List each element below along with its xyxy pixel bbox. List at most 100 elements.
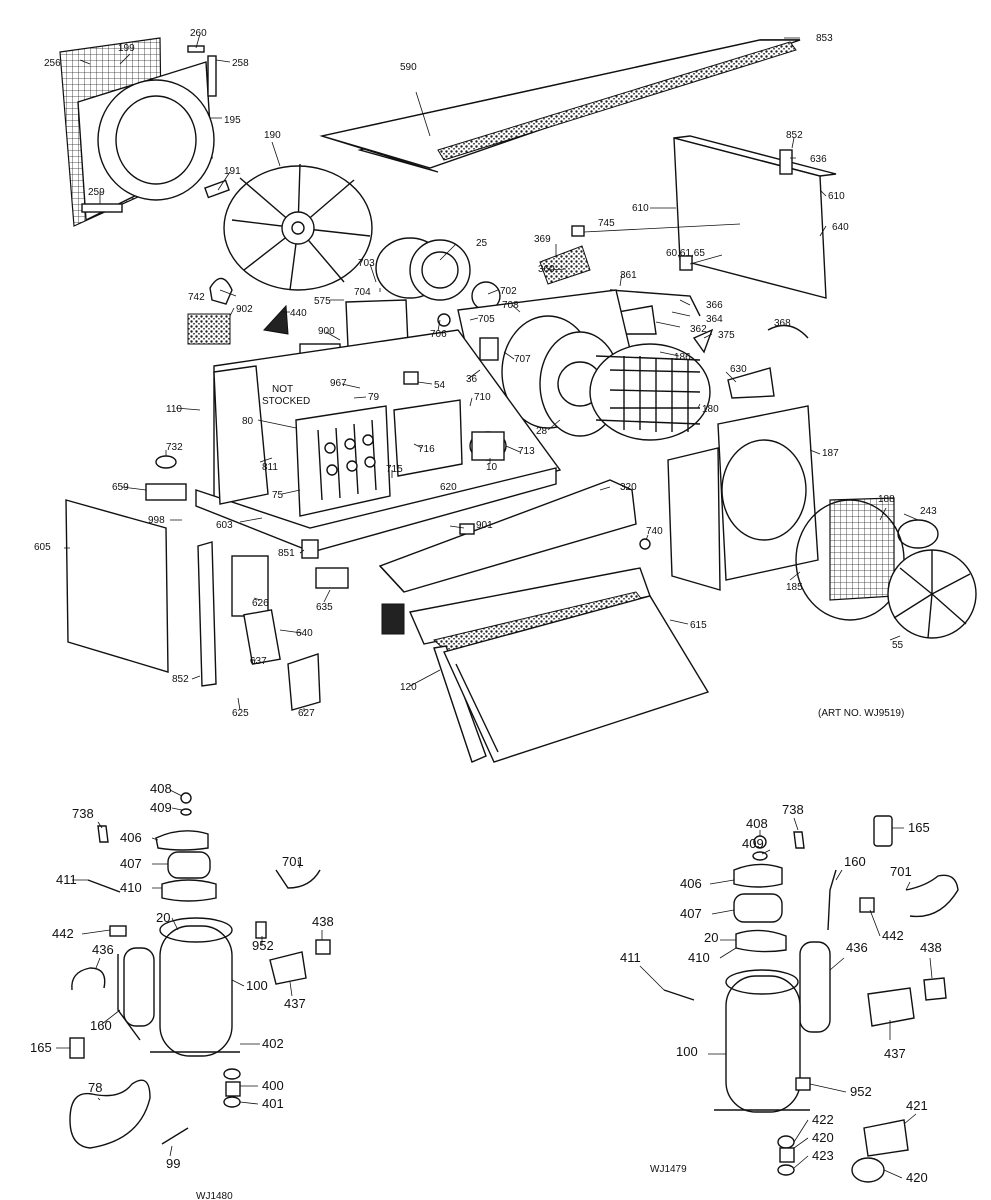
- svg-text:185: 185: [786, 582, 803, 593]
- svg-text:610: 610: [828, 191, 845, 202]
- svg-text:715: 715: [386, 464, 403, 475]
- svg-text:260: 260: [190, 28, 207, 39]
- svg-text:853: 853: [816, 33, 833, 44]
- svg-text:256: 256: [44, 58, 61, 69]
- svg-text:603: 603: [216, 520, 233, 531]
- svg-text:710: 710: [474, 392, 491, 403]
- svg-text:187: 187: [822, 448, 839, 459]
- svg-text:361: 361: [620, 270, 637, 281]
- svg-text:28: 28: [536, 426, 548, 437]
- svg-text:410: 410: [688, 950, 710, 965]
- art-number-left: WJ1480: [196, 1191, 233, 1200]
- svg-text:186: 186: [674, 352, 691, 363]
- svg-text:78: 78: [88, 1080, 102, 1095]
- svg-text:636: 636: [810, 154, 827, 165]
- svg-text:706: 706: [430, 329, 447, 340]
- right-compressor-view: 408 738 409 165 160 406 701 407 442 20 4…: [620, 802, 959, 1185]
- svg-text:625: 625: [232, 708, 249, 719]
- partition-panel: [667, 405, 819, 591]
- svg-text:704: 704: [354, 287, 371, 298]
- svg-text:258: 258: [232, 58, 249, 69]
- evaporator-orifice: [795, 497, 977, 639]
- svg-text:100: 100: [246, 978, 268, 993]
- svg-text:437: 437: [284, 996, 306, 1011]
- evaporator-coil: [409, 567, 710, 763]
- svg-text:702: 702: [500, 286, 517, 297]
- svg-text:852: 852: [172, 674, 189, 685]
- svg-text:440: 440: [290, 308, 307, 319]
- svg-text:438: 438: [312, 914, 334, 929]
- svg-text:952: 952: [850, 1084, 872, 1099]
- svg-text:409: 409: [742, 836, 764, 851]
- svg-text:259: 259: [88, 187, 105, 198]
- svg-text:199: 199: [118, 43, 135, 54]
- svg-text:640: 640: [296, 628, 313, 639]
- svg-text:610: 610: [632, 203, 649, 214]
- svg-text:402: 402: [262, 1036, 284, 1051]
- svg-text:705: 705: [478, 314, 495, 325]
- svg-text:716: 716: [418, 444, 435, 455]
- svg-text:160: 160: [844, 854, 866, 869]
- left-compressor-view: 408 409 738 406 407 410 411 442 436 20 9…: [30, 781, 334, 1200]
- svg-text:191: 191: [224, 166, 241, 177]
- svg-text:421: 421: [906, 1098, 928, 1113]
- svg-text:20: 20: [704, 930, 718, 945]
- svg-text:362: 362: [690, 324, 707, 335]
- svg-text:366: 366: [706, 300, 723, 311]
- svg-text:120: 120: [400, 682, 417, 693]
- svg-text:360: 360: [538, 264, 555, 275]
- svg-text:409: 409: [150, 800, 172, 815]
- svg-text:406: 406: [120, 830, 142, 845]
- svg-text:436: 436: [846, 940, 868, 955]
- heater-assembly: [295, 405, 391, 517]
- svg-text:75: 75: [272, 490, 284, 501]
- svg-text:637: 637: [250, 656, 267, 667]
- svg-text:742: 742: [188, 292, 205, 303]
- svg-text:626: 626: [252, 598, 269, 609]
- fan-motor: [375, 237, 501, 327]
- svg-text:400: 400: [262, 1078, 284, 1093]
- svg-text:10: 10: [486, 462, 498, 473]
- drain-pan: [378, 479, 637, 593]
- art-number-right: WJ1479: [650, 1164, 687, 1175]
- svg-text:851: 851: [278, 548, 295, 559]
- top-cover: [319, 39, 801, 173]
- svg-text:640: 640: [832, 222, 849, 233]
- svg-text:364: 364: [706, 314, 723, 325]
- svg-text:243: 243: [920, 506, 937, 517]
- svg-text:615: 615: [690, 620, 707, 631]
- svg-text:707: 707: [514, 354, 531, 365]
- svg-text:410: 410: [120, 880, 142, 895]
- svg-text:952: 952: [252, 938, 274, 953]
- svg-text:180: 180: [702, 404, 719, 415]
- svg-text:36: 36: [466, 374, 478, 385]
- svg-text:701: 701: [282, 854, 304, 869]
- svg-text:99: 99: [166, 1156, 180, 1171]
- svg-text:852: 852: [786, 130, 803, 141]
- svg-text:369: 369: [534, 234, 551, 245]
- svg-text:408: 408: [746, 816, 768, 831]
- svg-text:590: 590: [400, 62, 417, 73]
- svg-text:165: 165: [30, 1040, 52, 1055]
- svg-text:740: 740: [646, 526, 663, 537]
- svg-text:732: 732: [166, 442, 183, 453]
- not-stocked-line1: NOT: [272, 384, 293, 395]
- svg-text:375: 375: [718, 330, 735, 341]
- svg-text:188: 188: [878, 494, 895, 505]
- svg-text:55: 55: [892, 640, 904, 651]
- svg-text:401: 401: [262, 1096, 284, 1111]
- svg-text:408: 408: [150, 781, 172, 796]
- svg-text:900: 900: [318, 326, 335, 337]
- svg-text:195: 195: [224, 115, 241, 126]
- svg-text:423: 423: [812, 1148, 834, 1163]
- svg-text:442: 442: [52, 926, 74, 941]
- svg-text:713: 713: [518, 446, 535, 457]
- svg-text:745: 745: [598, 218, 615, 229]
- svg-text:411: 411: [56, 872, 77, 887]
- condenser-fan: [204, 163, 373, 291]
- svg-text:190: 190: [264, 130, 281, 141]
- svg-text:320: 320: [620, 482, 637, 493]
- svg-text:738: 738: [782, 802, 804, 817]
- svg-text:627: 627: [298, 708, 315, 719]
- svg-text:165: 165: [908, 820, 930, 835]
